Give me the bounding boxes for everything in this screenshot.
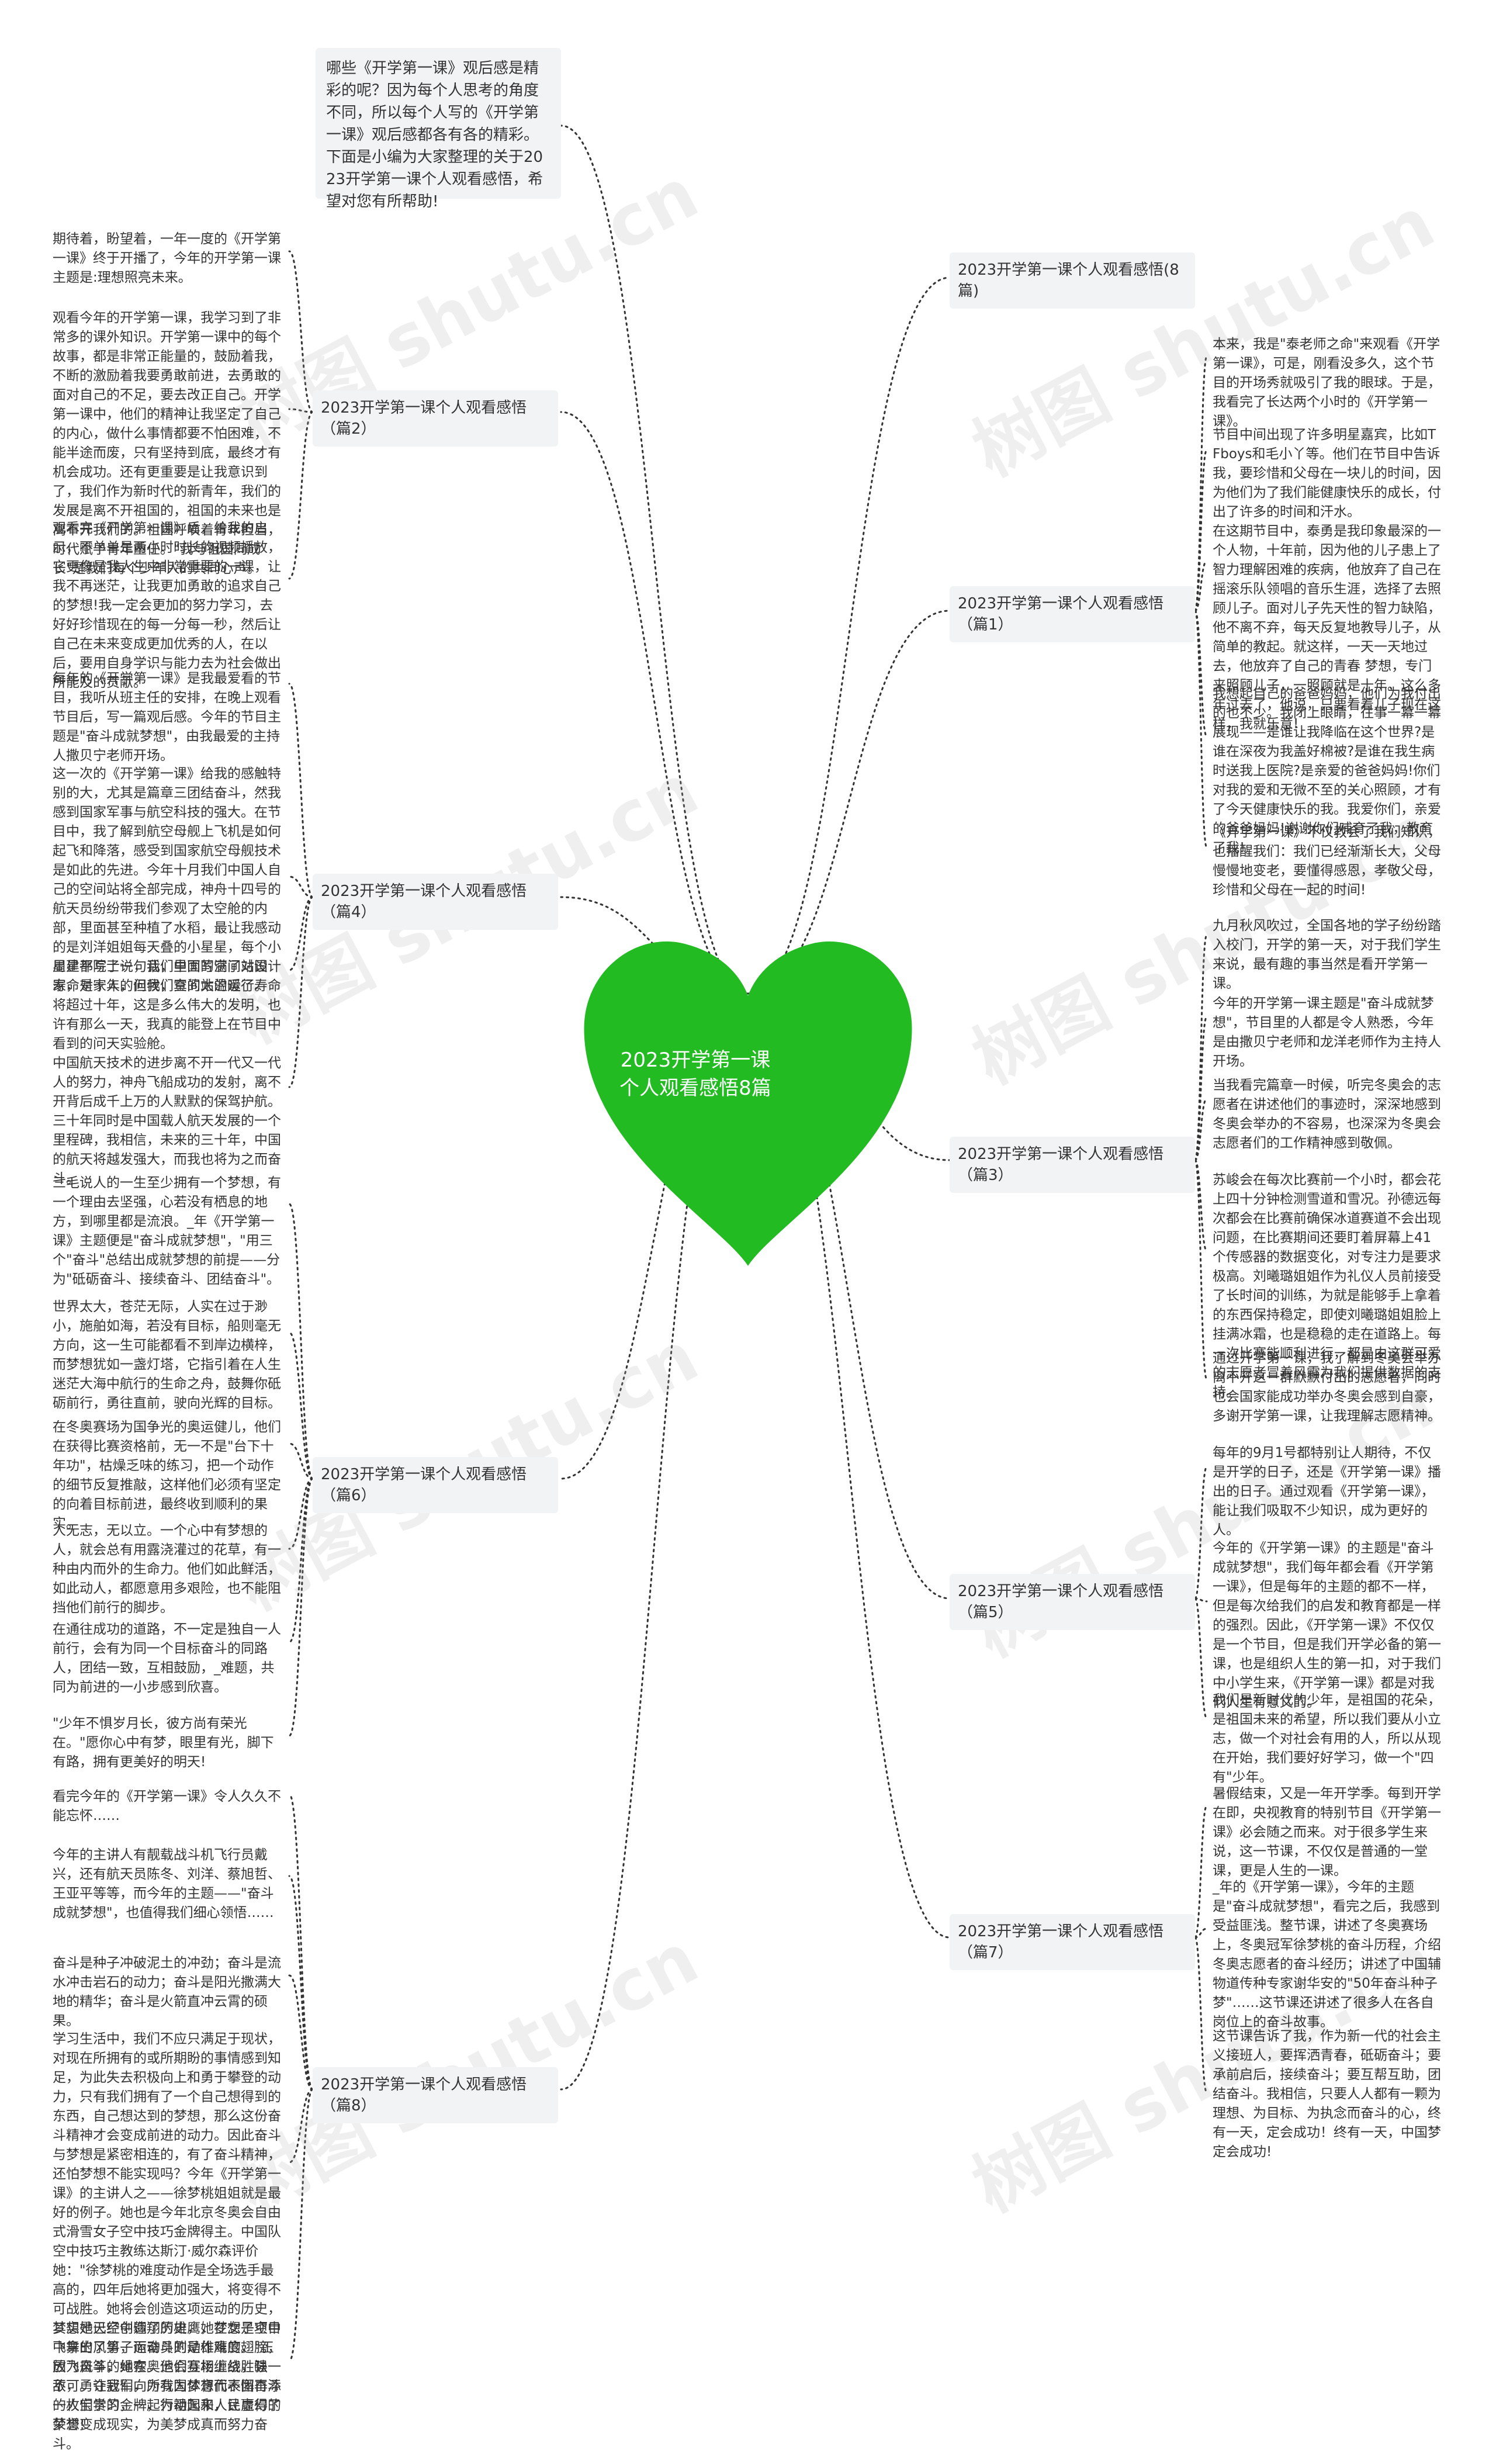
leaf-p6-3[interactable]: 在冬奥赛场为国争光的奥运健儿，他们在获得比赛资格前，无一不是"台下十年功"，枯燥… <box>53 1420 281 1531</box>
edge-center-overview <box>747 276 951 995</box>
edge-center-intro <box>560 124 749 995</box>
edge-left-3-1 <box>288 1875 314 2091</box>
edge-left-1-1 <box>288 875 314 898</box>
leaf-p3-5[interactable]: 通过开学第一课，我了解到冬奥会举办离不开这一群默默付出的志愿者，同时也会国家能成… <box>1213 1351 1441 1424</box>
edge-right-2-0 <box>1194 1466 1208 1600</box>
leaf-p6-4[interactable]: 人无志，无以立。一个心中有梦想的人，就会总有用露浇灌过的花草，有一种由内而外的生… <box>53 1523 281 1615</box>
leaf-p7-1[interactable]: 暑假结束，又是一年开学季。每到开学在即，央视教育的特别节目《开学第一课》必会随之… <box>1213 1786 1441 1878</box>
branch-part-3[interactable]: 2023开学第一课个人观看感悟（篇3） <box>950 1137 1195 1193</box>
edge-right-0-2 <box>1194 560 1208 612</box>
branch-part-7[interactable]: 2023开学第一课个人观看感悟（篇7） <box>950 1914 1195 1970</box>
edge-right-2-2 <box>1194 1597 1208 1719</box>
leaf-p8-5[interactable]: 梦想是天空中翱翔的雄鹰，梦想是空中飞舞的风筝，而奋斗则是雄鹰的翅膀，放飞风筝的绳… <box>53 2321 281 2452</box>
edge-left-0-2 <box>288 411 314 580</box>
leaf-p3-2[interactable]: 今年的开学第一课主题是"奋斗成就梦想"，节目里的人都是令人熟悉，今年是由撒贝宁老… <box>1213 996 1441 1069</box>
edge-left-2-4 <box>288 1477 314 1643</box>
branch-part-4[interactable]: 2023开学第一课个人观看感悟（篇4） <box>313 874 558 930</box>
leaf-p6-2[interactable]: 世界太大，苍茫无际，人实在过于渺小，施舶如海，若没有目标，船则毫无方向，这一生可… <box>53 1299 281 1411</box>
edge-right-1-2 <box>1194 1098 1208 1161</box>
edge-left-1-3 <box>288 896 314 1088</box>
connector-lines <box>288 124 1208 2362</box>
leaf-p5-3[interactable]: 我们是新时代的少年，是祖国的花朵，是祖国未来的希望，所以我们要从小立志，做一个对… <box>1213 1693 1441 1785</box>
edge-left-1-0 <box>288 683 314 898</box>
leaf-p6-1[interactable]: 三毛说人的一生至少拥有一个梦想，有一个理由去坚强，心若没有栖息的地方，到哪里都是… <box>53 1175 281 1287</box>
center-heart-node[interactable] <box>584 941 912 1266</box>
leaf-p2-1[interactable]: 期待着，盼望着，一年一度的《开学第一课》终于开播了，今年的开学第一课主题是:理想… <box>53 231 281 285</box>
edge-center-p5 <box>747 992 951 1600</box>
edge-right-0-0 <box>1194 355 1208 612</box>
leaf-p5-2[interactable]: 今年的《开学第一课》的主题是"奋斗成就梦想"，我们每年都会看《开学第一课》，但是… <box>1213 1541 1441 1710</box>
leaf-p3-1[interactable]: 九月秋风吹过，全国各地的学子纷纷踏入校门，开学的第一天，对于我们学生来说，最有趣… <box>1213 918 1441 991</box>
leaf-p6-6[interactable]: "少年不惧岁月长，彼方尚有荣光在。"愿你心中有梦，眼里有光，脚下有路，拥有更美好… <box>53 1716 274 1770</box>
edge-center-p1 <box>747 610 951 995</box>
leaf-p1-4[interactable]: 我想起自己的爸爸妈妈，他们为我付出的也不少。我闭上眼睛，往事一幕一幕展现——是谁… <box>1213 686 1441 856</box>
leaf-p1-5[interactable]: 《开学第一课》不仅教会了我们知识，也播醒我们：我们已经渐渐长大，父母慢慢地变老，… <box>1213 825 1441 898</box>
edge-left-2-2 <box>288 1442 314 1480</box>
leaf-p1-2[interactable]: 节目中间出现了许多明星嘉宾，比如TFboys和毛小丫等。他们在节目中告诉我，要珍… <box>1213 427 1441 520</box>
edge-right-0-4 <box>1194 610 1208 849</box>
edge-left-0-1 <box>288 408 314 413</box>
leaf-p8-3[interactable]: 奋斗是种子冲破泥土的冲劲；奋斗是流水冲击岩石的动力；奋斗是阳光撒满大地的精华；奋… <box>53 1956 281 2029</box>
leaf-p4-3[interactable]: 周建平院士说，我们中国的空间站设计寿命是十年，但我们空间站的运行寿命将超过十年，… <box>53 959 281 1051</box>
edge-center-p7 <box>747 992 951 1939</box>
leaf-p8-4[interactable]: 学习生活中，我们不应只满足于现状，对现在所拥有的或所期盼的事情感到知足，为此失去… <box>53 2032 281 2432</box>
leaf-p8-1[interactable]: 看完今年的《开学第一课》令人久久不能忘怀…… <box>53 1789 281 1823</box>
edge-center-p4 <box>560 896 749 995</box>
leaf-p2-2[interactable]: 观看今年的开学第一课，我学习到了非常多的课外知识。开学第一课中的每个故事，都是非… <box>53 310 281 576</box>
edge-left-0-0 <box>288 250 314 413</box>
leaf-p2-3[interactable]: 观看完《开学第一课》后，给我的启示，不单单是两小时时长的视频播放，它更像是我人生… <box>53 521 281 690</box>
leaf-p4-2[interactable]: 这一次的《开学第一课》给我的感触特别的大，尤其是篇章三团结奋斗，然我感到国家军事… <box>53 766 281 994</box>
edge-right-3-0 <box>1194 1805 1208 1939</box>
edge-left-2-5 <box>288 1477 314 1737</box>
leaf-p8-2[interactable]: 今年的主讲人有靓载战斗机飞行员戴兴，还有航天员陈冬、刘洋、蔡旭哲、王亚平等等，而… <box>53 1847 281 1920</box>
branch-part-5[interactable]: 2023开学第一课个人观看感悟（篇5） <box>950 1574 1195 1630</box>
edge-right-1-3 <box>1194 1159 1208 1252</box>
branch-part-6[interactable]: 2023开学第一课个人观看感悟（篇6） <box>313 1457 558 1513</box>
edge-right-3-2 <box>1194 1936 1208 2093</box>
center-title[interactable]: 2023开学第一课个人观看感悟8篇 <box>619 1048 771 1100</box>
edge-left-2-0 <box>288 1203 314 1480</box>
leaf-p4-4[interactable]: 中国航天技术的进步离不开一代又一代人的努力，神舟飞船成功的发射，离不开背后成千上… <box>53 1055 281 1186</box>
edge-center-p2 <box>560 411 749 995</box>
intro-node[interactable]: 哪些《开学第一课》观后感是精彩的呢？因为每个人思考的角度不同，所以每个人写的《开… <box>316 48 561 210</box>
edge-left-3-4 <box>288 2088 314 2362</box>
edge-right-0-1 <box>1194 449 1208 612</box>
edge-left-2-3 <box>288 1477 314 1550</box>
edge-left-3-0 <box>288 1793 314 2091</box>
leaf-p7-3[interactable]: 这节课告诉了我，作为新一代的社会主义接班人，要挥洒青春，砥砺奋斗；要承前启后，接… <box>1213 2029 1441 2160</box>
leaf-p5-1[interactable]: 每年的9月1号都特别让人期待，不仅是开学的日子，还是《开学第一课》播出的日子。通… <box>1213 1445 1441 1538</box>
edge-left-2-1 <box>288 1331 314 1480</box>
edge-right-1-1 <box>1194 1016 1208 1161</box>
edge-right-3-1 <box>1194 1927 1208 1939</box>
branch-overview[interactable]: 2023开学第一课个人观看感悟(8篇) <box>950 252 1195 309</box>
branch-part-2[interactable]: 2023开学第一课个人观看感悟（篇2） <box>313 390 558 447</box>
leaf-p4-1[interactable]: 每年的《开学第一课》是我最爱看的节目，我听从班主任的安排，在晚上观看节目后，写一… <box>53 671 281 763</box>
edge-left-1-2 <box>288 896 314 971</box>
leaf-p3-3[interactable]: 当我看完篇章一时候，听完冬奥会的志愿者在讲述他们的事迹时，深深地感到冬奥会举办的… <box>1213 1078 1441 1151</box>
leaf-p7-2[interactable]: _年的《开学第一课》，今年的主题是"奋斗成就梦想"，看完之后，我感到受益匪浅。整… <box>1213 1880 1441 2030</box>
branch-part-8[interactable]: 2023开学第一课个人观看感悟（篇8） <box>313 2067 558 2123</box>
branch-part-1[interactable]: 2023开学第一课个人观看感悟（篇1） <box>950 586 1195 642</box>
leaf-p3-4[interactable]: 苏峻会在每次比赛前一个小时，都会花上四十分钟检测雪道和雪况。孙德远每次都会在比赛… <box>1213 1172 1441 1400</box>
leaf-p6-5[interactable]: 在通往成功的道路，不一定是独自一人前行，会有为同一个目标奋斗的同路人，团结一致，… <box>53 1622 281 1695</box>
edge-left-3-2 <box>288 1974 314 2091</box>
edge-right-1-4 <box>1194 1159 1208 1380</box>
leaf-p1-3[interactable]: 在这期节目中，泰勇是我印象最深的一个人物，十年前，因为他的儿子患上了智力理解困难… <box>1213 524 1441 732</box>
leaf-p1-1[interactable]: 本来，我是"泰老师之命"来观看《开学第一课》，可是，刚看没多久，这个节目的开场秀… <box>1213 337 1441 429</box>
